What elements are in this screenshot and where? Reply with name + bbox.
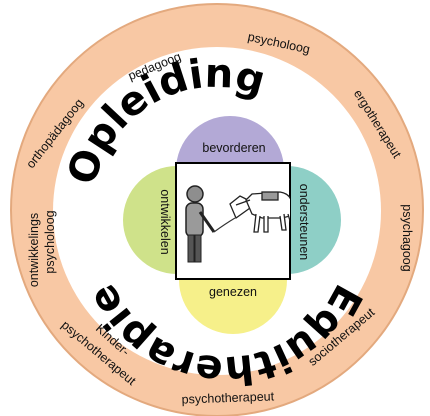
person-icon (185, 185, 236, 263)
horse-icon (229, 191, 290, 233)
profession-ontwikkelingspsycholoog: psycholoog (43, 210, 57, 273)
petal-label-right: ondersteunen (297, 184, 311, 261)
profession-psychotherapeut: psychotherapeut (181, 389, 274, 406)
profession-psychagoog: psychagoog (400, 204, 414, 271)
profession-ontwikkelings: ontwikkelings (27, 213, 41, 287)
petal-label-left: ontwikkelen (158, 189, 172, 254)
petal-label-top: bevorderen (202, 141, 265, 155)
petal-label-bottom: genezen (209, 285, 257, 299)
